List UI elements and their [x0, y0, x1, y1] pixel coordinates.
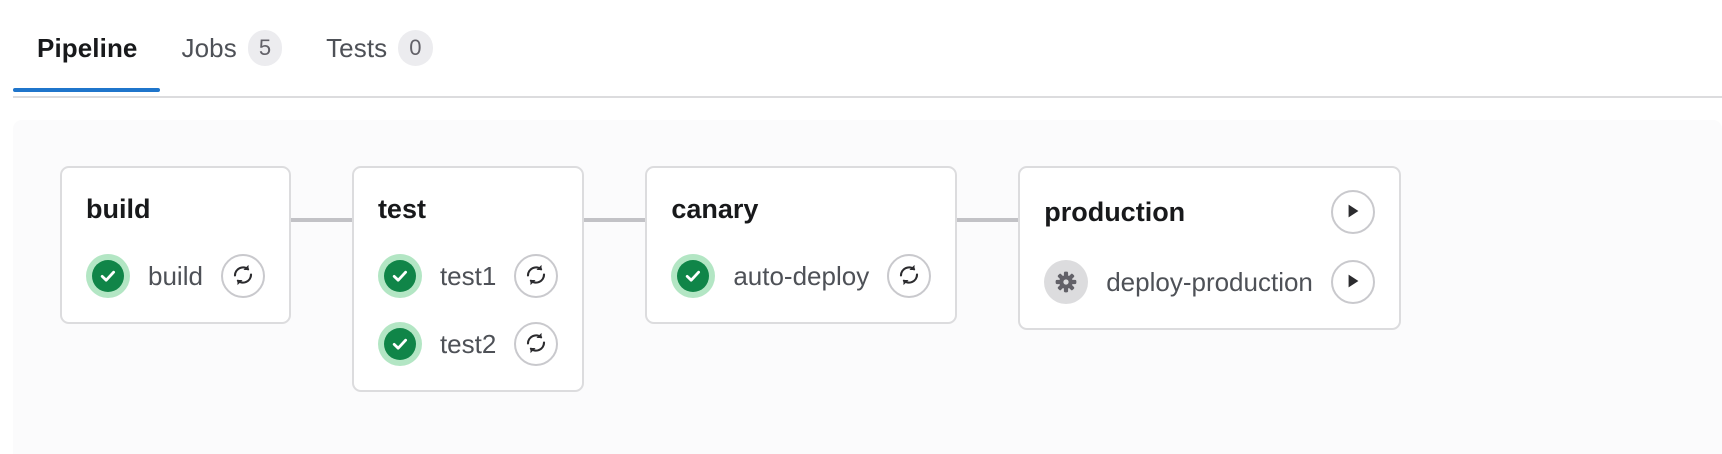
- play-icon: [1344, 202, 1362, 223]
- pipeline-stage-list: build build test test1 test2 canary auto-deplo…: [60, 166, 1401, 392]
- check-circle-icon: [671, 254, 716, 298]
- job-link[interactable]: deploy-production: [1044, 260, 1313, 304]
- stage-title: test: [377, 194, 426, 224]
- job-item: auto-deploy: [671, 254, 932, 298]
- job-test2-retry-button[interactable]: [514, 322, 559, 366]
- job-name: test2: [439, 328, 497, 359]
- job-link[interactable]: build: [86, 254, 203, 298]
- tabbar-underline: [13, 96, 1722, 98]
- play-icon: [1344, 272, 1362, 293]
- tab-tests-label: Tests: [326, 32, 388, 63]
- job-name: build: [148, 260, 203, 291]
- job-item: deploy-production: [1044, 260, 1375, 304]
- active-tab-indicator: [13, 88, 160, 92]
- job-auto-deploy-retry-button[interactable]: [887, 254, 932, 298]
- tab-jobs-badge: 5: [247, 30, 283, 66]
- job-list: test1 test2: [377, 254, 559, 366]
- stage-connector: [290, 218, 352, 222]
- stage-header: production: [1044, 190, 1375, 234]
- stage-card-build: build build: [60, 166, 291, 324]
- job-test1-retry-button[interactable]: [514, 254, 559, 298]
- tab-pipeline-label: Pipeline: [37, 32, 138, 63]
- job-link[interactable]: test1: [377, 254, 497, 298]
- retry-icon: [523, 262, 549, 291]
- gear-icon: [1044, 260, 1089, 304]
- job-deploy-production-play-button[interactable]: [1330, 260, 1375, 304]
- job-name: test1: [439, 260, 497, 291]
- tab-jobs-label: Jobs: [181, 32, 237, 63]
- job-list: deploy-production: [1044, 260, 1375, 304]
- stage-connector: [584, 218, 646, 222]
- retry-icon: [523, 330, 549, 359]
- stage-header: build: [86, 190, 265, 228]
- stage-card-production: production deploy-production: [1018, 166, 1401, 330]
- stage-connector: [957, 218, 1019, 222]
- tab-jobs[interactable]: Jobs 5: [160, 0, 305, 96]
- stage-header: canary: [671, 190, 931, 228]
- stage-title: production: [1044, 197, 1186, 227]
- retry-icon: [230, 262, 256, 291]
- job-item: test2: [377, 322, 559, 366]
- stage-card-canary: canary auto-deploy: [645, 166, 958, 324]
- job-name: auto-deploy: [733, 260, 870, 291]
- tab-tests[interactable]: Tests 0: [304, 0, 454, 96]
- pipeline-tabbar: Pipeline Jobs 5 Tests 0: [0, 0, 1722, 100]
- job-link[interactable]: auto-deploy: [671, 254, 869, 298]
- stage-header: test: [378, 190, 558, 228]
- job-name: deploy-production: [1106, 266, 1313, 297]
- stage-production-play-button[interactable]: [1330, 190, 1375, 234]
- job-build-retry-button[interactable]: [220, 254, 265, 298]
- job-list: build: [86, 254, 265, 298]
- tab-tests-badge: 0: [398, 30, 433, 66]
- job-link[interactable]: test2: [377, 322, 497, 366]
- check-circle-icon: [377, 322, 422, 366]
- stage-title: build: [86, 194, 151, 224]
- tab-list: Pipeline Jobs 5 Tests 0: [13, 0, 455, 96]
- job-item: build: [86, 254, 265, 298]
- job-item: test1: [377, 254, 559, 298]
- job-list: auto-deploy: [671, 254, 932, 298]
- pipeline-graph-canvas: build build test test1 test2 canary auto-deplo…: [13, 120, 1722, 454]
- stage-card-test: test test1 test2: [351, 166, 585, 392]
- check-circle-icon: [377, 254, 422, 298]
- check-circle-icon: [86, 254, 130, 298]
- tab-pipeline[interactable]: Pipeline: [13, 0, 160, 96]
- stage-title: canary: [671, 194, 759, 224]
- retry-icon: [896, 262, 922, 291]
